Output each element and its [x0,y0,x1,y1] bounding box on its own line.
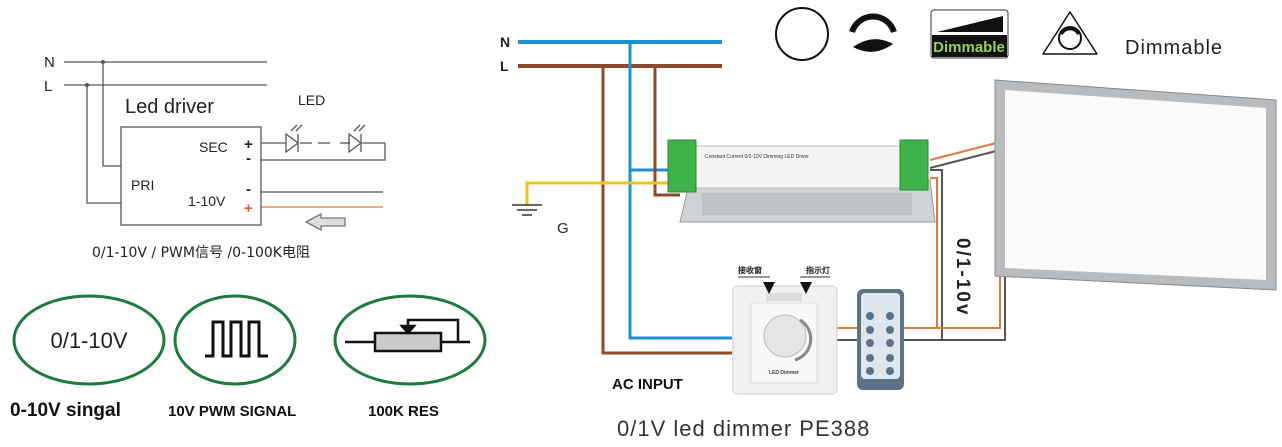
dimmable-badge-icon: Dimmable [930,9,1009,59]
signal-label: 100K RES [368,403,439,420]
signal-label: 0-10V singal [10,400,121,421]
ground-icon [512,204,542,216]
arrow-left-icon [304,212,346,232]
pwm-wave-icon [205,320,268,358]
badge-text: Dimmable [933,39,1005,56]
dimmable-text: Dimmable [1125,37,1223,59]
product-caption: 0/1V led dimmer PE388 [617,416,870,441]
ground-label: G [557,220,569,237]
receiver-label: 接收窗 [738,265,762,275]
dim-minus: - [246,181,251,198]
led-label: LED [298,92,325,108]
l-label: L [44,78,52,95]
led-driver-device: Constant Current 0/1-10V Dimming LED Dri… [667,139,936,223]
signal-wire-label: 0/1-10v [952,238,973,316]
led-diode-icon [285,124,303,154]
leaf-dim-icon [849,13,897,52]
signal-resistor: 100K RES [333,294,487,420]
signal-0-10v: 0/1-10V 0-10V singal [10,294,166,421]
signal-pwm: 10V PWM SIGNAL [168,294,297,420]
n-label: N [44,54,55,71]
led-diode-icon [348,124,366,154]
driver-title: Led driver [125,96,214,118]
mains-wires [518,40,732,355]
remote-control [857,289,904,390]
sec-minus: - [246,150,251,167]
sec-label: SEC [199,139,228,155]
schematic-caption: 0/1-10V / PWM信号 /0-100K电阻 [92,245,310,261]
pri-label: PRI [131,177,154,193]
potentiometer-icon [345,318,470,353]
triangle-dial-icon [1042,11,1098,55]
dimmer-text: LED Dimmer [769,370,799,376]
signal-label: 10V PWM SIGNAL [168,403,296,420]
n-label: N [500,34,510,50]
ac-input-label: AC INPUT [612,376,683,393]
led-panel [994,79,1277,291]
indicator-label: 指示灯 [806,265,830,275]
driver-label: Constant Current 0/1-10V Dimming LED Dri… [705,154,809,160]
sec-plus: + [244,136,253,153]
driver-schematic [64,61,386,232]
wall-dimmer: 接收窗 指示灯 LED Dimmer [732,265,838,395]
dim-plus: + [244,200,253,217]
signal-symbol-text: 0/1-10V [50,328,127,353]
circle-icon [775,7,829,61]
l-label: L [500,58,509,74]
dim-label: 1-10V [188,193,226,209]
